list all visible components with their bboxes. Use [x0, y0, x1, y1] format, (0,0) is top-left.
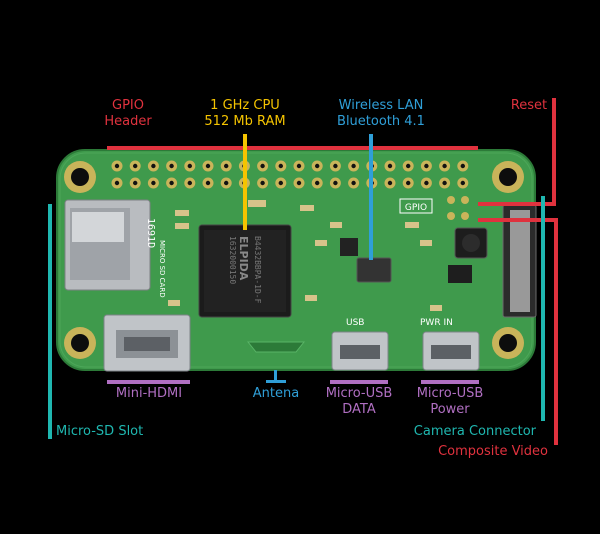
usb-power-label: Micro-USB Power [411, 386, 489, 418]
gpio-pad-hole [424, 180, 429, 186]
usb-power-label-line1: Micro-USB [416, 386, 484, 401]
usb-power-label-line2: Power [430, 402, 470, 417]
camera-callout-vertical [541, 196, 545, 421]
gpio-label-line1: GPIO [112, 98, 144, 113]
usb-data-port [331, 331, 389, 371]
gpio-pad-hole [406, 163, 411, 169]
gpio-pad-hole [151, 180, 156, 186]
micro-sd-label: Micro-SD Slot [56, 424, 144, 439]
cpu-callout-line [243, 134, 247, 230]
reset-label: Reset [510, 98, 548, 113]
mini-hdmi-port [103, 314, 191, 372]
usb-power-port [422, 331, 480, 371]
mini-hdmi-label: Mini-HDMI [115, 386, 183, 401]
gpio-pad-hole [224, 180, 229, 186]
gpio-pad-hole [169, 163, 174, 169]
usb-data-label-line2: DATA [342, 402, 376, 417]
composite-callout-vertical [554, 218, 558, 445]
wireless-callout-line [369, 134, 373, 260]
ic-small [448, 265, 472, 283]
gpio-pad-hole [460, 180, 465, 186]
gpio-pad-hole [260, 180, 265, 186]
gpio-callout-line [107, 146, 478, 150]
gpio-pad-hole [315, 163, 320, 169]
sd-code-silk: 1691D [145, 218, 156, 248]
mounting-holes [64, 161, 524, 359]
gpio-pad-hole [424, 163, 429, 169]
camera-connector-label: Camera Connector [413, 424, 536, 439]
gpio-pad-hole [296, 163, 302, 169]
gpio-pad-hole [114, 180, 120, 186]
gpio-pad-hole [315, 180, 320, 186]
sd-silk: MICRO SD CARD [158, 240, 166, 298]
gpio-pad-hole [278, 180, 283, 186]
gpio-pad-hole [442, 180, 447, 186]
camera-connector [502, 204, 537, 318]
chip-brand: ELPIDA [237, 236, 250, 281]
gpio-pad-hole [169, 180, 174, 186]
antenna-callout-vertical [274, 370, 277, 382]
gpio-pad-hole [406, 180, 411, 186]
chip-code1: B4432BBPA-1D-F [253, 236, 262, 304]
cpu-label-line2: 512 Mb RAM [204, 114, 286, 129]
chip-code2: 1632000150 [228, 236, 237, 284]
gpio-pad-hole [133, 163, 138, 169]
usb-data-callout-line [330, 380, 388, 384]
gpio-pad-hole [387, 180, 393, 186]
gpio-pad-hole [187, 163, 192, 169]
gpio-label-line2: Header [104, 114, 152, 129]
wireless-label: Wireless LAN Bluetooth 4.1 [326, 98, 436, 130]
gpio-pad-hole [187, 180, 192, 186]
gpio-pad-hole [460, 163, 465, 169]
gpio-silk: GPIO [405, 203, 427, 213]
cpu-chip [198, 224, 292, 318]
reset-callout-horizontal [478, 202, 556, 206]
inductor [454, 227, 488, 259]
gpio-pad-hole [205, 163, 211, 169]
gpio-pad-hole [205, 180, 211, 186]
cpu-label: 1 GHz CPU 512 Mb RAM [190, 98, 300, 130]
cpu-label-line1: 1 GHz CPU [210, 98, 280, 113]
antenna-callout-horizontal [266, 380, 286, 383]
gpio-pad-hole [151, 163, 156, 169]
micro-sd-slot [64, 199, 151, 291]
gpio-pad-hole [114, 163, 120, 169]
antenna-trace [246, 341, 306, 353]
gpio-pad-hole [333, 163, 338, 169]
gpio-pad-hole [442, 163, 447, 169]
antenna-label: Antena [252, 386, 300, 401]
composite-callout-horizontal [478, 218, 558, 222]
usb-data-label-line1: Micro-USB [325, 386, 393, 401]
pwr-silk: PWR IN [420, 318, 453, 328]
gpio-pad-hole [387, 163, 393, 169]
hdmi-callout-line [107, 380, 190, 384]
gpio-header-label: GPIO Header [96, 98, 160, 130]
usb-silk: USB [346, 318, 364, 328]
wireless-label-line1: Wireless LAN [338, 98, 424, 113]
wireless-chip [340, 238, 392, 283]
gpio-pad-hole [133, 180, 138, 186]
gpio-pad-hole [296, 180, 302, 186]
sd-callout-vertical [48, 204, 52, 439]
gpio-header-pads [111, 160, 469, 189]
reset-pads [447, 196, 469, 220]
gpio-pad-hole [351, 180, 356, 186]
gpio-pad-hole [278, 163, 283, 169]
gpio-pad-hole [333, 180, 338, 186]
gpio-pad-hole [351, 163, 356, 169]
usb-data-label: Micro-USB DATA [320, 386, 398, 418]
composite-video-label: Composite Video [438, 444, 548, 459]
gpio-pad-hole [260, 163, 265, 169]
usb-power-callout-line [421, 380, 479, 384]
gpio-pad-hole [224, 163, 229, 169]
reset-callout-vertical [552, 98, 556, 206]
wireless-label-line2: Bluetooth 4.1 [337, 114, 425, 129]
